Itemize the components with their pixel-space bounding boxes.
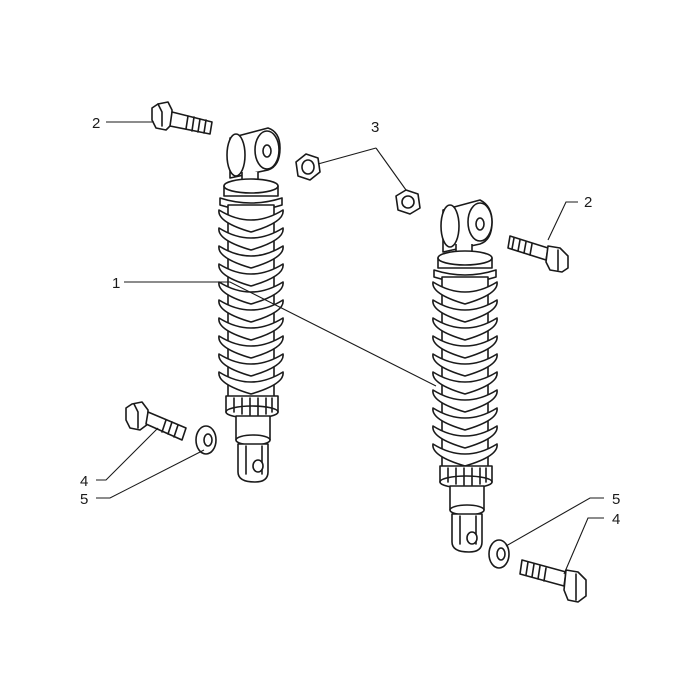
right-washer [488, 539, 510, 569]
lower-nut [395, 189, 421, 215]
callout-2-upper-screw-left: 2 [92, 115, 100, 132]
leader-lines [96, 121, 604, 575]
callout-2-upper-screw-right: 2 [584, 194, 592, 211]
callout-5-washer-left: 5 [80, 491, 88, 508]
right-lower-clevis [451, 513, 483, 553]
callout-3-nut: 3 [371, 119, 379, 136]
left-upper-eye [226, 127, 281, 179]
callout-4-lower-screw-right: 4 [612, 511, 620, 528]
right-upper-screw [507, 235, 569, 273]
right-shock-absorber [432, 199, 498, 553]
left-lower-clevis [237, 443, 269, 483]
upper-nut [295, 153, 321, 181]
callout-4-lower-screw-left: 4 [80, 473, 88, 490]
left-lower-screw [125, 401, 187, 441]
callout-1-shock-absorber: 1 [112, 275, 120, 292]
left-shock-absorber [218, 127, 284, 483]
right-spring [432, 281, 498, 467]
left-upper-screw [151, 101, 213, 135]
right-upper-eye [440, 199, 493, 253]
left-washer [195, 425, 217, 455]
callout-5-washer-right: 5 [612, 491, 620, 508]
right-lower-screw [519, 559, 587, 603]
